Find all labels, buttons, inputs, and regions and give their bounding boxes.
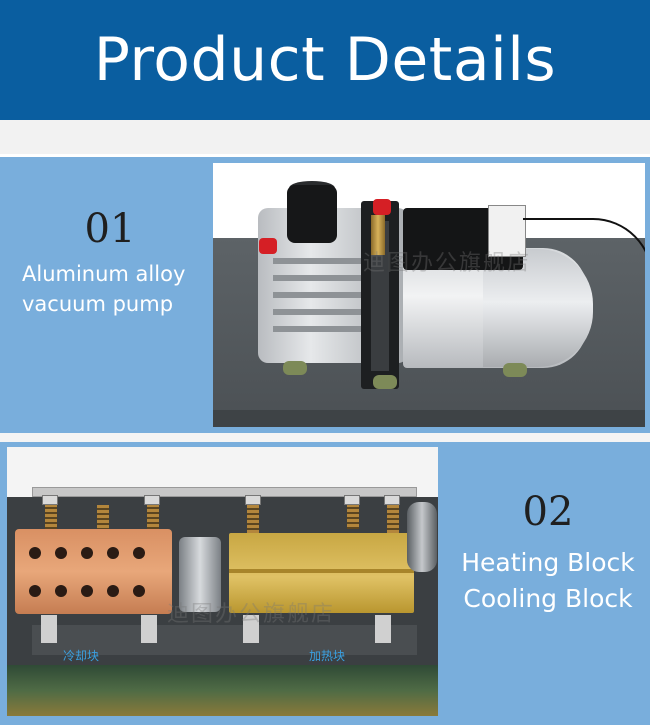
brass-fitting: [371, 215, 385, 255]
roller-cylinder: [179, 537, 221, 612]
feature-caption-1-line1: Aluminum alloy: [22, 262, 186, 286]
block-hole: [81, 547, 93, 559]
feed-wheel: [407, 502, 437, 572]
support-post: [375, 615, 391, 643]
bolt: [344, 495, 360, 505]
bolt: [42, 495, 58, 505]
feature-caption-1: Aluminum alloy vacuum pump: [22, 259, 212, 319]
rubber-foot: [503, 363, 527, 377]
pump-bracket-inner: [371, 221, 389, 371]
lower-rail: [32, 625, 417, 655]
rubber-foot: [283, 361, 307, 375]
page-title: Product Details: [93, 25, 557, 95]
spring: [147, 499, 159, 529]
block-hole: [107, 585, 119, 597]
section-divider: [0, 433, 650, 442]
shop-watermark: 迪图办公旗舰店: [167, 602, 336, 627]
feature-number-1: 01: [84, 206, 136, 252]
spring: [247, 505, 259, 535]
support-post: [141, 615, 157, 643]
block-hole: [107, 547, 119, 559]
cooling-fin: [273, 258, 398, 264]
cooling-fin: [273, 275, 398, 281]
support-post: [243, 615, 259, 643]
bolt: [144, 495, 160, 505]
block-hole: [55, 547, 67, 559]
feature-caption-2-line2: Cooling Block: [463, 584, 633, 613]
cooling-fin: [273, 292, 398, 298]
red-valve-knob: [373, 199, 391, 215]
bolt: [384, 495, 400, 505]
feature-caption-2-line1: Heating Block: [461, 548, 635, 577]
heating-block-stripe: [229, 569, 414, 573]
heating-cooling-block-photo: 冷却块 加热块 迪图办公旗舰店: [7, 447, 438, 716]
red-valve-knob: [259, 238, 277, 254]
block-hole: [55, 585, 67, 597]
feature-caption-1-line2: vacuum pump: [22, 292, 174, 316]
vacuum-pump-photo: 迪图办公旗舰店: [213, 163, 645, 427]
shop-watermark: 迪图办公旗舰店: [363, 251, 532, 276]
bolt: [245, 495, 261, 505]
support-post: [41, 615, 57, 643]
cooling-block: [15, 529, 172, 614]
rubber-foot: [373, 375, 397, 389]
block-hole: [29, 547, 41, 559]
block-hole: [133, 585, 145, 597]
block-hole: [81, 585, 93, 597]
base-plate-edge: [213, 410, 645, 427]
spring: [387, 505, 399, 535]
header-divider-band: [0, 120, 650, 154]
top-rail: [32, 487, 417, 497]
feature-number-2: 02: [522, 489, 574, 535]
conveyor-strip: [7, 665, 438, 716]
block-hole: [29, 585, 41, 597]
heating-block-label: 加热块: [309, 649, 346, 663]
rating-label: [488, 205, 526, 257]
power-cord: [523, 218, 645, 338]
spring: [347, 499, 359, 529]
heating-block: [229, 533, 414, 613]
spring: [97, 505, 109, 535]
cooling-fin: [273, 309, 398, 315]
header-banner: Product Details: [0, 0, 650, 120]
spring: [45, 499, 57, 529]
block-hole: [133, 547, 145, 559]
cooling-fin: [273, 326, 398, 332]
feature-caption-2: Heating Block Cooling Block: [446, 545, 650, 617]
cooling-block-label: 冷却块: [63, 649, 100, 663]
oil-cap: [287, 185, 337, 243]
